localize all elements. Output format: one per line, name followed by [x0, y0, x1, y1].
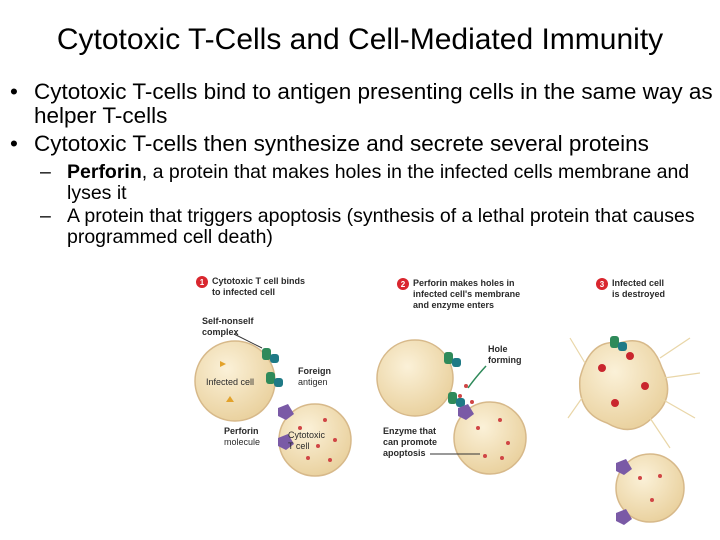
sub-bullet-bold: Perforin [67, 161, 142, 183]
label-foreign-2: antigen [298, 377, 328, 387]
label-perforin-2: molecule [224, 437, 260, 447]
label-infected-cell: Infected cell [206, 377, 254, 387]
sub-bullet-item: – A protein that triggers apoptosis (syn… [10, 206, 715, 248]
step-2-line2: infected cell's membrane [413, 289, 520, 299]
label-enzyme-1: Enzyme that [383, 426, 436, 436]
bullet-text: Cytotoxic T-cells then synthesize and se… [34, 131, 649, 156]
label-enzyme-2: can promote [383, 437, 437, 447]
step-1-line1: Cytotoxic T cell binds [212, 276, 305, 286]
receptor-complex-icon [610, 336, 627, 351]
step-3-badge [596, 278, 608, 290]
sub-bullet-dash: – [40, 205, 51, 227]
bullet-item: • Cytotoxic T-cells then synthesize and … [10, 132, 715, 156]
bullet-dot: • [10, 131, 18, 156]
slide-title: Cytotoxic T-Cells and Cell-Mediated Immu… [56, 23, 664, 56]
label-foreign-1: Foreign [298, 366, 331, 376]
step-2-badge [397, 278, 409, 290]
receptor-complex-icon [444, 352, 461, 367]
step-2-number: 2 [401, 280, 406, 289]
step-3-line2: is destroyed [612, 289, 665, 299]
cell-mediated-immunity-diagram: 1 Cytotoxic T cell binds to infected cel… [194, 276, 701, 525]
destroyed-cell [567, 337, 701, 449]
label-hole-1: Hole [488, 344, 508, 354]
label-hole-2: forming [488, 355, 522, 365]
cytotoxic-t-cell [615, 453, 685, 523]
bullet-text: Cytotoxic T-cells bind to antigen presen… [34, 79, 713, 128]
sub-bullet-text: , a protein that makes holes in the infe… [67, 161, 690, 204]
label-enzyme-3: apoptosis [383, 448, 426, 458]
step-1-number: 1 [200, 278, 205, 287]
sub-bullet-text: A protein that triggers apoptosis (synth… [67, 205, 695, 248]
hole-arrow-icon [467, 365, 487, 389]
step-3-line1: Infected cell [612, 278, 664, 288]
label-perforin-1: Perforin [224, 426, 259, 436]
perforin-molecule-icon [458, 404, 474, 420]
receptor-complex-icon [448, 392, 465, 407]
infected-cell [376, 339, 454, 417]
bullet-list: • Cytotoxic T-cells bind to antigen pres… [10, 80, 715, 248]
label-cytotoxic-2: T cell [288, 441, 309, 451]
step-1-badge [196, 276, 208, 288]
label-cytotoxic-1: Cytotoxic [288, 430, 326, 440]
step-3-number: 3 [600, 280, 605, 289]
perforin-molecule-icon [616, 459, 632, 525]
cytotoxic-t-cell [453, 401, 527, 475]
label-self-nonself-2: complex [202, 327, 239, 337]
step-1-line2: to infected cell [212, 287, 275, 297]
step-2-line3: and enzyme enters [413, 300, 494, 310]
receptor-complex-icon [262, 348, 279, 363]
step-2-line1: Perforin makes holes in [413, 278, 515, 288]
receptor-complex-icon [266, 372, 283, 387]
perforin-molecule-icon [278, 404, 294, 450]
sub-bullet-item: – Perforin, a protein that makes holes i… [10, 162, 715, 204]
label-self-nonself-1: Self-nonself [202, 316, 255, 326]
bullet-item: • Cytotoxic T-cells bind to antigen pres… [10, 80, 715, 128]
bullet-dot: • [10, 79, 18, 104]
sub-bullet-dash: – [40, 161, 51, 183]
